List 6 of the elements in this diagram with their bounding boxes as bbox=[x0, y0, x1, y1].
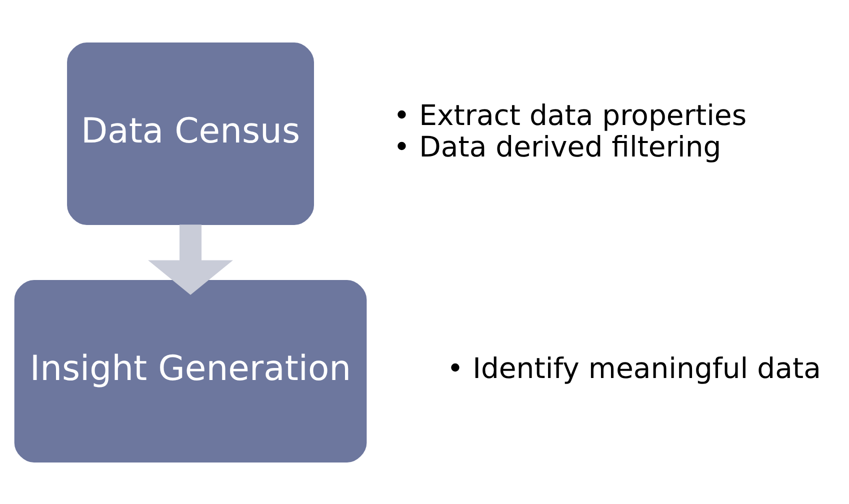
node-label: • Data derived filtering bbox=[393, 130, 722, 163]
node-label: • Identify meaningful data bbox=[446, 352, 821, 385]
node-box: Data Census bbox=[67, 42, 314, 224]
arrow bbox=[148, 224, 233, 294]
node-box: Insight Generation bbox=[14, 280, 367, 462]
node-label: • Extract data properties bbox=[393, 98, 747, 132]
